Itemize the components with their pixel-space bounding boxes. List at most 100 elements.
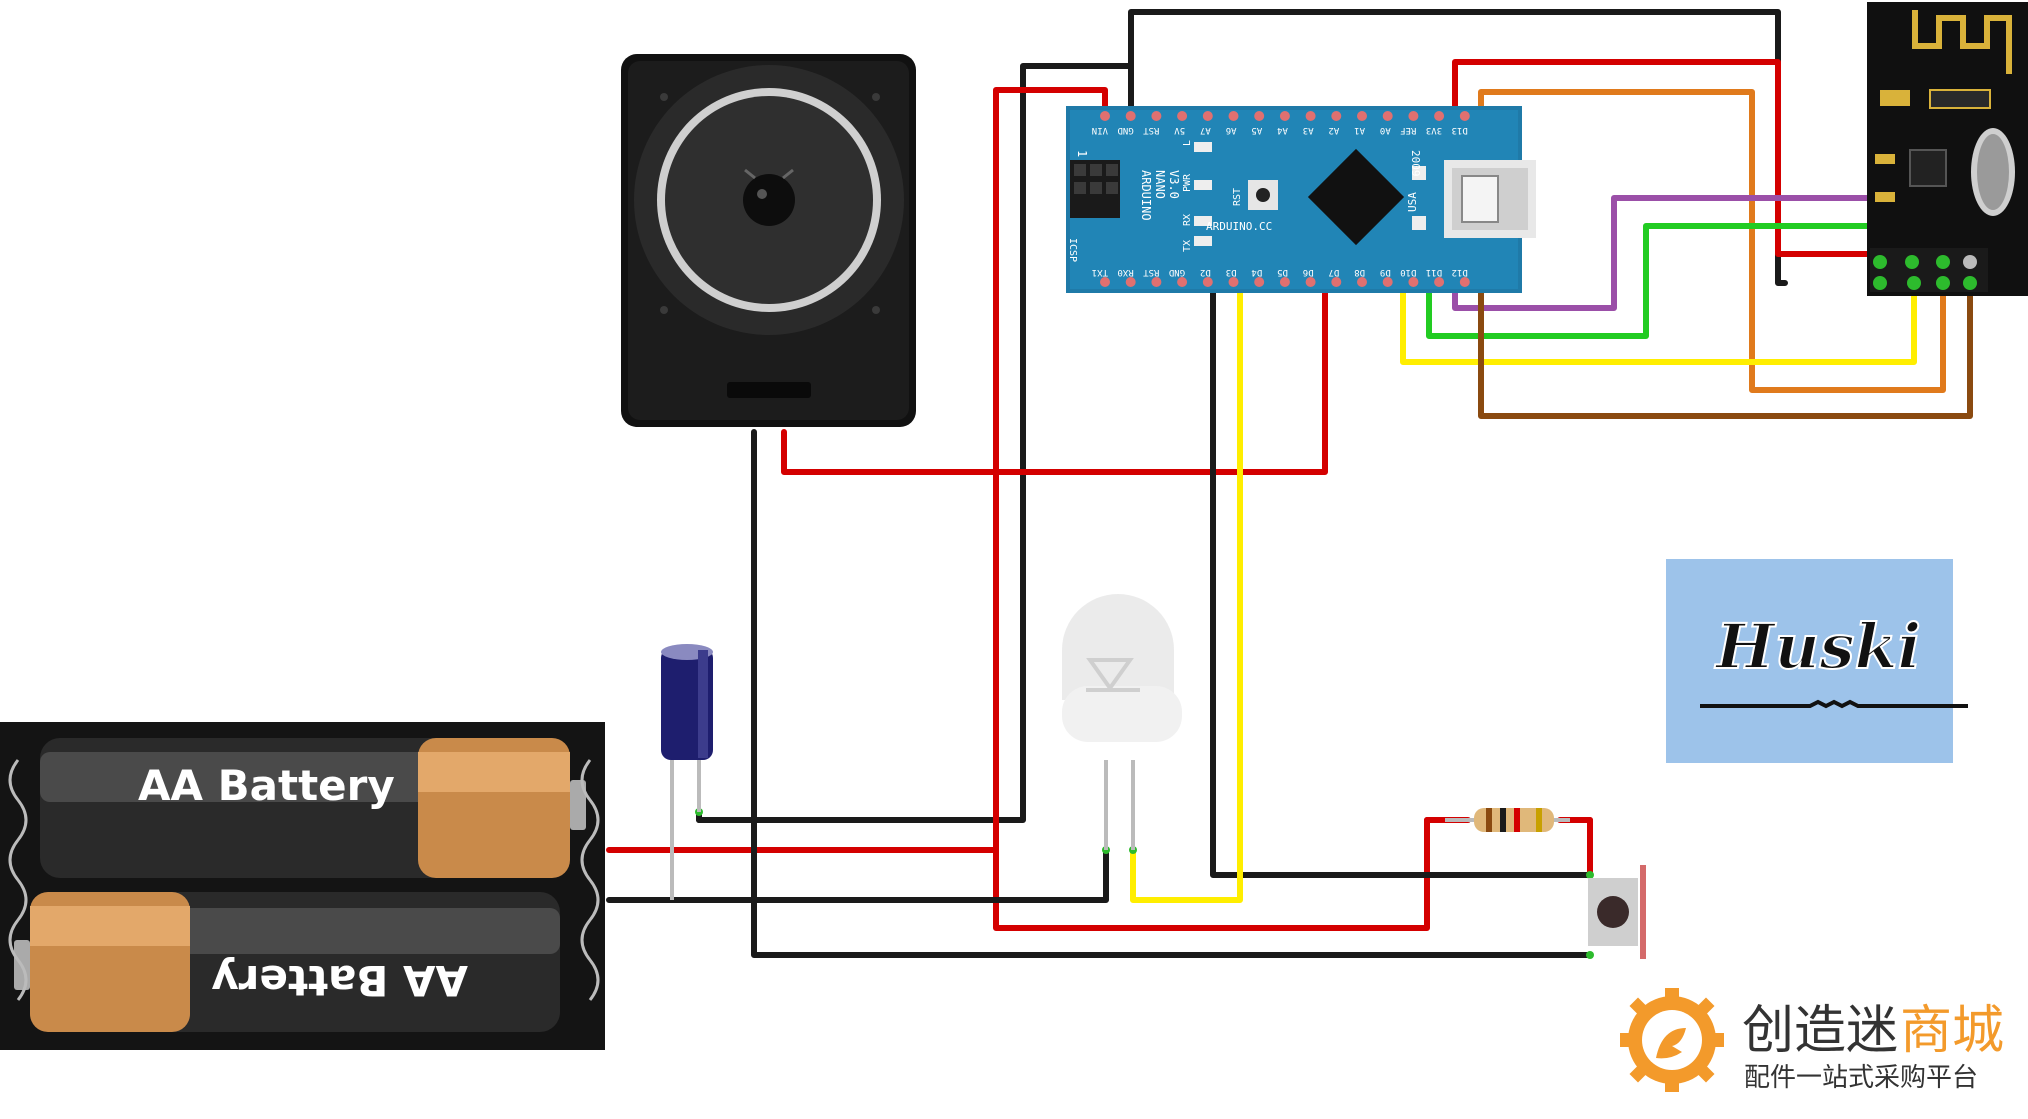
battery-pack: AA Battery AA Battery (0, 722, 605, 1050)
pin-hole-d11 (1434, 277, 1445, 287)
push-button-icon (1588, 865, 1646, 959)
pin-label-rst: RST (1143, 267, 1160, 277)
pin-hole-d6 (1305, 277, 1316, 287)
pin-hole-a7 (1202, 111, 1213, 121)
pin-label-a0: A0 (1380, 125, 1391, 135)
pin-label-a2: A2 (1328, 125, 1339, 135)
wire-orange-d13 (1478, 89, 1946, 393)
pin-label-gnd: GND (1117, 125, 1133, 135)
pin-label-tx1: TX1 (1092, 267, 1108, 277)
arduino-name-3: V3.0 (1167, 170, 1181, 199)
battery-top: AA Battery (40, 738, 586, 878)
arduino-nano: ARDUINO NANO V3.0 ARDUINO.CC 2009 USA RS… (1066, 106, 1536, 293)
battery-bottom: AA Battery (14, 892, 560, 1032)
pin-hole-d7 (1331, 277, 1342, 287)
pin-hole-a4 (1279, 111, 1290, 121)
brand-name-part1: 创造迷 (1742, 1001, 1898, 1061)
pin-label-rst: RST (1143, 125, 1160, 135)
pin-hole-a5 (1254, 111, 1265, 121)
pin-label-5v: 5V (1174, 125, 1185, 135)
pin-hole-d12 (1459, 277, 1470, 287)
wire-yellow-d3 (1130, 279, 1243, 903)
pin-hole-a6 (1228, 111, 1239, 121)
huski-logo-text: Huski (1714, 610, 1921, 683)
wire-yellow-d9 (1400, 279, 1917, 365)
capacitor-icon (661, 644, 713, 900)
arduino-name-2: NANO (1153, 170, 1167, 199)
pin-hole-d8 (1357, 277, 1367, 287)
wire-black-speaker (751, 429, 1593, 958)
pin-label-d4: D4 (1251, 267, 1262, 277)
pin-hole-gnd (1177, 277, 1188, 287)
led-label-tx: TX (1182, 240, 1193, 252)
pin-label-a3: A3 (1303, 125, 1314, 135)
battery-bottom-label: AA Battery (211, 956, 468, 1005)
wire-brown-d12 (1478, 279, 1973, 419)
pin-label-a4: A4 (1277, 125, 1288, 135)
pin-hole-3v3 (1434, 111, 1445, 121)
pin-label-d13: D13 (1452, 125, 1468, 135)
pin-label-a1: A1 (1354, 125, 1365, 135)
battery-top-label: AA Battery (138, 761, 395, 810)
speaker-icon (621, 54, 916, 427)
pin-hole-d13 (1459, 111, 1470, 121)
led-label-l: L (1182, 140, 1193, 146)
brand-tagline: 配件一站式采购平台 (1744, 1063, 1978, 1093)
pin-hole-d2 (1202, 277, 1213, 287)
pin-hole-ref (1408, 111, 1419, 121)
pin-hole-a1 (1357, 111, 1367, 121)
pin-label-a7: A7 (1200, 125, 1211, 135)
pin-hole-tx1 (1100, 277, 1110, 287)
pin-label-d10: D10 (1400, 267, 1416, 277)
pin-label-d7: D7 (1328, 267, 1339, 277)
wire-black-d2 (1210, 279, 1593, 878)
brand-block: 创造迷 商城 配件一站式采购平台 (1620, 988, 2004, 1093)
led-label-rx: RX (1182, 214, 1193, 226)
pin-label-vin: VIN (1092, 125, 1108, 135)
pin-label-d9: D9 (1380, 267, 1391, 277)
arduino-text: ARDUINO NANO V3.0 ARDUINO.CC 2009 USA RS… (1067, 140, 1422, 262)
huski-logo: Huski (1666, 559, 1968, 763)
pin-label-d11: D11 (1426, 267, 1442, 277)
pin-label-d6: D6 (1303, 267, 1314, 277)
top-pin-row: VIN GND RST 5V A7 A6 A5 A4 A3 A2 A1 A0 REF 3V3 D13 (1092, 111, 1470, 135)
pin-label-d2: D2 (1200, 267, 1211, 277)
pin-hole-vin (1100, 111, 1110, 121)
pin-label-d3: D3 (1226, 267, 1237, 277)
pin-label-d12: D12 (1452, 267, 1468, 277)
pin-hole-d4 (1254, 277, 1265, 287)
pin-hole-a3 (1305, 111, 1316, 121)
arduino-icsp: ICSP (1067, 238, 1078, 262)
pin-label-d5: D5 (1277, 267, 1288, 277)
wire-black-gnd-top (1128, 9, 1788, 286)
wire-red-vin (606, 87, 1108, 853)
pin-label-a6: A6 (1226, 125, 1237, 135)
brand-name-part2: 商城 (1900, 1001, 2004, 1061)
pin-label-ref: REF (1400, 125, 1416, 135)
pin-hole-rx0 (1125, 277, 1136, 287)
wire-black-battery (606, 847, 1109, 903)
arduino-brand: ARDUINO.CC (1206, 220, 1272, 233)
arduino-one: 1 (1075, 150, 1089, 157)
pin-hole-d10 (1408, 277, 1419, 287)
nrf24-pins (1870, 248, 1988, 292)
wire-red-d6 (781, 279, 1328, 475)
led-label-pwr: PWR (1182, 173, 1193, 192)
gear-icon (1620, 988, 1724, 1092)
pin-hole-d3 (1228, 277, 1239, 287)
led-icon (1062, 594, 1182, 850)
wire-black-gnd-left (696, 63, 1134, 823)
resistor-icon (1445, 808, 1570, 832)
pin-label-gnd: GND (1169, 267, 1185, 277)
pin-hole-gnd (1125, 111, 1136, 121)
nrf24-module-icon (1867, 2, 2028, 296)
arduino-usa: USA (1406, 192, 1419, 212)
arduino-year: 2009 (1409, 150, 1422, 177)
pin-hole-rst (1151, 111, 1162, 121)
pin-label-a5: A5 (1251, 125, 1262, 135)
pin-hole-d5 (1279, 277, 1290, 287)
pin-label-3v3: 3V3 (1426, 125, 1442, 135)
